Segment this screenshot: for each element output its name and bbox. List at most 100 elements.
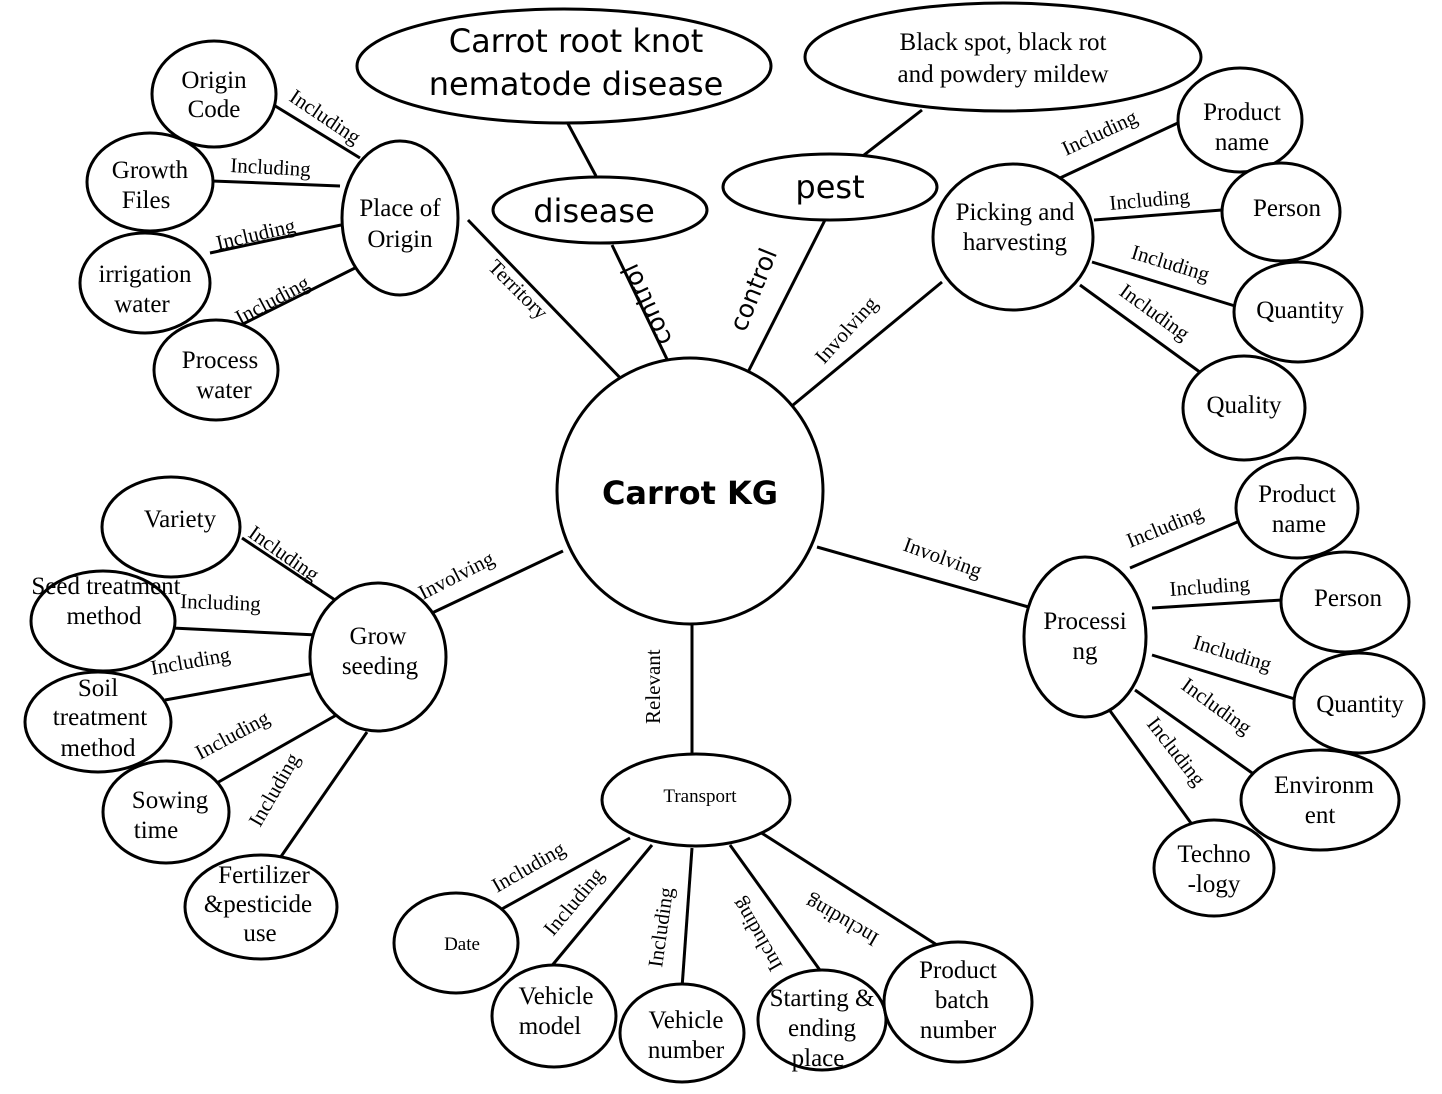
svg-text:Files: Files [122, 187, 171, 214]
edge-grow-center [431, 549, 564, 615]
svg-text:place: place [792, 1045, 845, 1072]
edge-picking-center [786, 280, 943, 412]
svg-text:Growth: Growth [112, 157, 189, 184]
label-including: Including [1108, 184, 1191, 215]
node-picking-harvesting: Picking and harvesting [931, 162, 1095, 312]
svg-text:Origin: Origin [181, 67, 247, 94]
node-irrigation-water: irrigation water [78, 231, 212, 335]
svg-text:method: method [61, 735, 136, 762]
node-ph-person: Person [1220, 161, 1342, 263]
svg-text:ent: ent [1305, 802, 1336, 829]
edge-sowing [207, 711, 341, 790]
edge-seed [171, 626, 318, 637]
edge-soil [164, 671, 316, 702]
svg-text:and powdery mildew: and powdery mildew [897, 61, 1108, 88]
node-grow-seeding: Grow seeding [308, 581, 448, 733]
svg-text:Quantity: Quantity [1316, 691, 1404, 718]
node-technology: Techno -logy [1152, 818, 1276, 918]
node-pr-person: Person [1279, 550, 1411, 654]
svg-text:Transport: Transport [663, 786, 737, 807]
edge-ph-person [1093, 208, 1223, 222]
node-starting-ending: Starting & ending place [756, 968, 888, 1072]
label-including: Including [230, 153, 312, 181]
node-pest: pest [721, 152, 939, 222]
svg-text:disease: disease [533, 192, 655, 230]
center-node: Carrot KG [555, 356, 825, 626]
svg-text:Carrot root knot: Carrot root knot [449, 22, 704, 60]
edge-variety [241, 536, 336, 602]
svg-text:water: water [196, 377, 252, 404]
node-environment: Environm ent [1239, 748, 1401, 852]
label-including: Including [1129, 240, 1213, 287]
label-including: Including [244, 748, 305, 830]
svg-text:Quantity: Quantity [1256, 297, 1344, 324]
label-including: Including [1169, 571, 1251, 601]
edge-pr-product [1129, 518, 1243, 570]
edge-ph-quality [1079, 283, 1209, 380]
svg-text:seeding: seeding [342, 653, 419, 680]
node-seed-treatment: Seed treatment method [29, 569, 181, 673]
svg-text:Sowing: Sowing [132, 787, 209, 814]
svg-text:nematode disease: nematode disease [429, 65, 724, 103]
svg-text:use: use [243, 920, 276, 947]
label-including: Including [538, 863, 608, 940]
svg-text:Process: Process [182, 347, 258, 374]
svg-text:water: water [114, 291, 170, 318]
svg-text:Product: Product [1203, 99, 1281, 126]
svg-text:Seed treatment: Seed treatment [31, 573, 180, 600]
svg-text:number: number [648, 1037, 725, 1064]
node-ph-quantity: Quantity [1232, 260, 1364, 364]
label-including: Including [1142, 712, 1211, 791]
label-including: Including [800, 890, 882, 951]
node-product-batch: Product batch number [882, 940, 1034, 1064]
svg-text:Techno: Techno [1177, 841, 1250, 868]
label-territory: Territory [483, 255, 553, 325]
svg-text:Date: Date [444, 934, 480, 955]
node-pr-product-name: Product name [1234, 456, 1360, 560]
edge-vehicle-number [680, 847, 694, 989]
node-sowing-time: Sowing time [101, 759, 231, 865]
svg-text:Starting &: Starting & [770, 985, 875, 1012]
node-place-of-origin: Place of Origin [340, 139, 460, 297]
svg-text:-logy: -logy [1188, 871, 1241, 898]
label-including: Including [643, 885, 678, 969]
svg-text:Quality: Quality [1207, 392, 1282, 419]
label-grow-involving: Involving [414, 546, 498, 605]
node-date: Date [392, 891, 520, 995]
svg-text:Origin: Origin [367, 226, 433, 253]
node-ph-quality: Quality [1181, 354, 1307, 462]
svg-text:Product: Product [919, 957, 997, 984]
label-including: Including [1123, 500, 1207, 553]
nodes: Carrot KG Place of Origin Origin Code Gr… [23, 1, 1426, 1084]
svg-text:Person: Person [1253, 195, 1322, 222]
svg-text:&pesticide: &pesticide [204, 891, 312, 918]
node-process-water: Process water [152, 318, 280, 422]
svg-text:Vehicle: Vehicle [519, 983, 594, 1010]
node-vehicle-model: Vehicle model [490, 963, 618, 1069]
edge-ph-quantity [1091, 260, 1236, 308]
edge-disease-detail [564, 119, 598, 177]
node-transport: Transport [600, 752, 792, 848]
label-including: Including [285, 84, 366, 149]
label-including: Including [244, 520, 324, 586]
svg-text:Environm: Environm [1274, 772, 1375, 799]
node-origin-code: Origin Code [150, 39, 278, 149]
svg-text:Grow: Grow [350, 623, 407, 650]
label-transport-relevant: Relevant [641, 649, 665, 724]
svg-text:harvesting: harvesting [963, 229, 1068, 256]
node-pest-detail: Black spot, black rot and powdery mildew [803, 1, 1203, 113]
label-picking-involving: Involving [810, 291, 883, 368]
svg-text:method: method [67, 603, 142, 630]
edge-pest-detail [854, 108, 923, 164]
svg-text:Code: Code [188, 96, 241, 123]
node-ph-product-name: Product name [1176, 66, 1304, 174]
edge-ph-product [1059, 120, 1181, 180]
node-soil-treatment: Soil treatment method [23, 670, 173, 774]
label-including: Including [214, 213, 298, 255]
label-including: Including [191, 705, 274, 764]
label-disease-control: control [615, 259, 678, 350]
svg-text:Fertilizer: Fertilizer [218, 862, 310, 889]
label-including: Including [180, 589, 262, 616]
edge-environment [1134, 688, 1263, 782]
